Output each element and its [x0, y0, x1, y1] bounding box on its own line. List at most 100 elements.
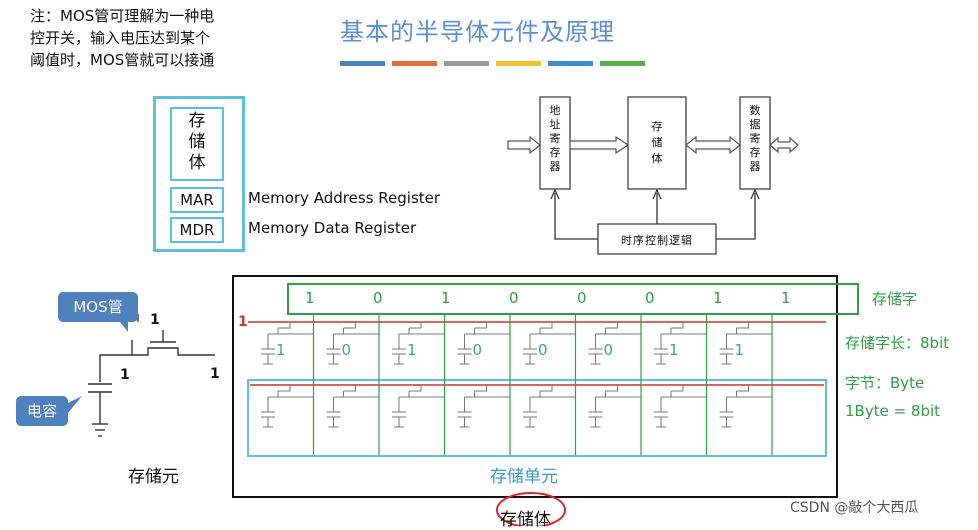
- storage-cell: [719, 385, 772, 428]
- drain-value: 1: [210, 366, 220, 382]
- mar-description: Memory Address Register: [248, 189, 441, 207]
- word-bit: 1: [781, 289, 791, 307]
- control-connections: [550, 188, 760, 240]
- storage-cell: [588, 322, 641, 365]
- page-title: 基本的半导体元件及原理: [340, 18, 615, 46]
- storage-word-frame: [287, 283, 859, 315]
- title-color-bar: [600, 61, 645, 66]
- storage-data-double-arrow: [685, 135, 741, 155]
- capacitor-value: 1: [120, 367, 130, 383]
- mar-box: MAR: [170, 187, 224, 213]
- title-color-bar: [340, 61, 385, 66]
- core-char: 体: [188, 153, 206, 173]
- title-color-bar: [444, 61, 489, 66]
- storage-cell: [457, 322, 510, 365]
- mos-callout: MOS管: [58, 292, 138, 322]
- storage-cells: [261, 322, 772, 428]
- label-char: 数: [749, 104, 761, 117]
- storage-word-label: 存储字: [872, 290, 918, 308]
- label-char: 据: [749, 118, 761, 131]
- word-bit: 0: [577, 289, 587, 307]
- mdr-description: Memory Data Register: [248, 219, 417, 237]
- mos-callout-pointer: [120, 322, 128, 332]
- word-bit: 1: [441, 289, 451, 307]
- storage-body-caption: 存储体: [500, 510, 551, 530]
- storage-unit-caption: 存储单元: [490, 467, 558, 487]
- address-register-label: 地 址 寄 存 器: [548, 104, 562, 174]
- label-char: 存: [749, 146, 761, 159]
- storage-cell: [392, 322, 445, 365]
- input-arrow: [507, 135, 541, 155]
- label-char: 储: [651, 136, 663, 149]
- memory-core-box: 存 储 体: [170, 107, 224, 181]
- cell-bit: 0: [538, 341, 548, 359]
- label-char: 寄: [549, 132, 561, 145]
- storage-cell: [261, 322, 314, 365]
- core-char: 存: [188, 111, 206, 131]
- control-logic-label: 时序控制逻辑: [621, 234, 693, 247]
- label-char: 器: [749, 160, 761, 173]
- storage-unit-frame: [247, 379, 827, 457]
- word-bit: 1: [305, 289, 315, 307]
- memory-block-frame: [153, 96, 245, 252]
- label-char: 址: [549, 118, 561, 131]
- storage-cell: [523, 322, 576, 365]
- word-length-label: 存储字长：8bit: [845, 334, 950, 352]
- capacitor-callout: 电容: [16, 396, 68, 426]
- storage-cell: [654, 322, 707, 365]
- mos-note: 注：MOS管可理解为一种电 控开关，输入电压达到某个 阈值时，MOS管就可以接通: [30, 5, 280, 71]
- storage-cell: [654, 385, 707, 428]
- core-char: 储: [188, 132, 206, 152]
- storage-cell: [261, 385, 314, 428]
- title-color-bar: [392, 61, 437, 66]
- storage-cell: [588, 385, 641, 428]
- output-double-arrow: [769, 136, 799, 154]
- byte-definition-label: 1Byte = 8bit: [845, 402, 941, 420]
- cell-bit: 1: [276, 341, 286, 359]
- storage-cell: [457, 385, 510, 428]
- storage-cell: [719, 322, 772, 365]
- addr-to-storage-arrow: [569, 135, 630, 155]
- label-char: 存: [651, 120, 663, 133]
- byte-label: 字节：Byte: [845, 374, 925, 392]
- storage-body-highlight: [496, 492, 566, 526]
- word-bit: 0: [509, 289, 519, 307]
- cell-bit: 1: [734, 341, 745, 359]
- word-bit: 1: [713, 289, 723, 307]
- cell-bit: 1: [669, 341, 679, 359]
- storage-label: 存 储 体: [650, 119, 664, 167]
- label-char: 寄: [749, 132, 761, 145]
- gate-value: 1: [150, 312, 160, 328]
- note-line: 注：MOS管可理解为一种电: [30, 7, 215, 25]
- data-register-label: 数 据 寄 存 器: [748, 104, 762, 174]
- title-color-bar: [548, 61, 593, 66]
- storage-body-frame: [232, 275, 838, 498]
- note-line: 控开关，输入电压达到某个: [30, 29, 211, 47]
- storage-box: [627, 96, 687, 190]
- word-bit: 0: [373, 289, 383, 307]
- cell-bit: 0: [341, 341, 352, 359]
- cell-bit: 1: [407, 341, 417, 359]
- label-char: 地: [549, 104, 561, 117]
- word-bit: 0: [645, 289, 655, 307]
- storage-cell: [326, 385, 379, 428]
- storage-cell: [392, 385, 445, 428]
- storage-cell-caption: 存储元: [128, 467, 179, 487]
- control-logic-box: [597, 223, 717, 255]
- cell-bit: 0: [472, 341, 483, 359]
- label-char: 体: [651, 152, 663, 165]
- title-color-bar: [496, 61, 541, 66]
- row-select-value: 1: [238, 314, 248, 330]
- data-register-box: [739, 96, 771, 190]
- mos-cell-circuit: [88, 314, 215, 437]
- mdr-box: MDR: [170, 217, 224, 243]
- storage-cell: [523, 385, 576, 428]
- cap-callout-pointer: [68, 396, 82, 413]
- note-line: 阈值时，MOS管就可以接通: [30, 51, 215, 69]
- label-char: 存: [549, 146, 561, 159]
- bit-lines: [312, 314, 773, 455]
- cell-bit: 0: [603, 341, 614, 359]
- label-char: 器: [549, 160, 561, 173]
- watermark: CSDN @敲个大西瓜: [790, 500, 919, 516]
